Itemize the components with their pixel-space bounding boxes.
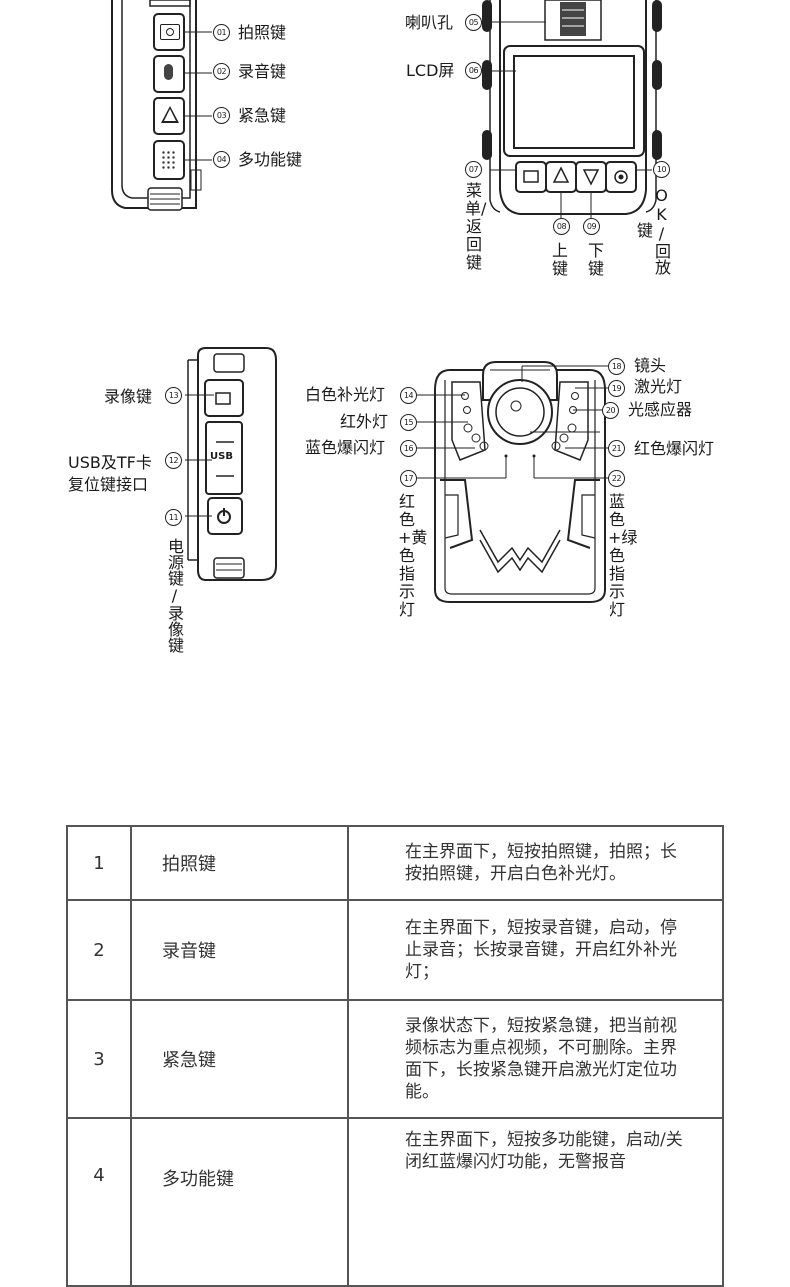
callout-label-red-yellow-indicator: 红色+黄色指示灯 (398, 492, 428, 619)
callout-number: 18 (608, 358, 625, 375)
callout-label-ok-playback-key: OK/回放键 (634, 185, 671, 275)
usb-port-label: USB (210, 451, 233, 462)
row-number: 1 (66, 825, 132, 901)
callout-number: 05 (465, 14, 482, 31)
callout-number: 19 (608, 380, 625, 397)
callout-label-white-fill-light: 白色补光灯 (305, 385, 386, 404)
row-number: 4 (66, 1117, 132, 1287)
callout-number: 04 (213, 151, 230, 168)
callout-number: 07 (465, 161, 482, 178)
figure-side-buttons: 01 拍照键 02 录音键 03 紧急键 04 多功能键 (0, 0, 330, 230)
callout-number: 20 (602, 402, 619, 419)
callout-number: 14 (400, 387, 417, 404)
callout-number: 15 (400, 414, 417, 431)
multifunction-icon (161, 150, 177, 170)
callout-label-infrared-light: 红外灯 (340, 412, 389, 431)
figure-side-ports: USB 录像键 13 USB及TF卡复位键接口 12 11 电源键/录像键 (0, 330, 300, 670)
callout-label-light-sensor: 光感应器 (628, 400, 693, 419)
device-front-drawing (416, 361, 608, 603)
callout-label-speaker: 喇叭孔 (405, 13, 454, 32)
callout-number: 10 (653, 161, 670, 178)
figure-back-lcd: 喇叭孔 05 LCD屏 06 07 菜单/返回键 08 上键 09 下键 10 … (380, 0, 790, 300)
table-row: 1 拍照键 在主界面下，短按拍照键，拍照；长按拍照键，开启白色补光灯。 (66, 825, 724, 901)
callout-label-lcd-screen: LCD屏 (406, 61, 455, 80)
callout-label-blue-green-indicator: 蓝色+绿色指示灯 (608, 492, 638, 619)
callout-label-laser-light: 激光灯 (634, 377, 683, 396)
callout-label-usb-tf-reset: USB及TF卡复位键接口 (68, 453, 152, 494)
callout-number: 22 (608, 470, 625, 487)
callout-number: 13 (165, 387, 182, 404)
button-name: 录音键 (130, 899, 349, 1001)
callout-number: 02 (213, 63, 230, 80)
microphone-icon (164, 64, 173, 80)
button-function-table: 1 拍照键 在主界面下，短按拍照键，拍照；长按拍照键，开启白色补光灯。 2 录音… (66, 825, 724, 1287)
callout-number: 21 (608, 440, 625, 457)
device-side-port-drawing (185, 347, 277, 581)
callout-number: 08 (553, 218, 570, 235)
table-row: 4 多功能键 在主界面下，短按多功能键，启动/关闭红蓝爆闪灯功能，无警报音 (66, 1117, 724, 1287)
callout-label-menu-back-key: 菜单/返回键 (465, 181, 487, 272)
button-description: 在主界面下，短按多功能键，启动/关闭红蓝爆闪灯功能，无警报音 (347, 1117, 724, 1287)
table-row: 2 录音键 在主界面下，短按录音键，启动，停止录音；长按录音键，开启红外补光灯； (66, 899, 724, 1001)
row-number: 2 (66, 899, 132, 1001)
button-description: 在主界面下，短按拍照键，拍照；长按拍照键，开启白色补光灯。 (347, 825, 724, 901)
callout-label-multifunction-key: 多功能键 (238, 150, 303, 169)
button-name: 紧急键 (130, 999, 349, 1119)
button-name: 多功能键 (130, 1117, 349, 1287)
callout-number: 11 (165, 509, 182, 526)
button-description: 在主界面下，短按录音键，启动，停止录音；长按录音键，开启红外补光灯； (347, 899, 724, 1001)
warning-icon (161, 106, 179, 123)
camera-icon (160, 24, 180, 40)
button-description: 录像状态下，短按紧急键，把当前视频标志为重点视频，不可删除。主界面下，长按紧急键… (347, 999, 724, 1119)
figure-front-view: 白色补光灯 14 红外灯 15 蓝色爆闪灯 16 17 红色+黄色指示灯 18 … (300, 340, 790, 650)
callout-label-emergency-key: 紧急键 (238, 106, 287, 125)
device-back-drawing (480, 0, 662, 218)
callout-number: 03 (213, 107, 230, 124)
table-row: 3 紧急键 录像状态下，短按紧急键，把当前视频标志为重点视频，不可删除。主界面下… (66, 999, 724, 1119)
callout-number: 12 (165, 452, 182, 469)
callout-number: 17 (400, 470, 417, 487)
callout-label-lens: 镜头 (634, 356, 667, 375)
button-name: 拍照键 (130, 825, 349, 901)
callout-label-red-strobe-light: 红色爆闪灯 (634, 439, 715, 458)
callout-number: 06 (465, 62, 482, 79)
callout-number: 16 (400, 440, 417, 457)
callout-label-up-key: 上键 (551, 241, 568, 278)
callout-number: 09 (583, 218, 600, 235)
callout-label-down-key: 下键 (587, 241, 604, 278)
callout-label-blue-strobe-light: 蓝色爆闪灯 (305, 438, 386, 457)
callout-label-record-key: 录像键 (104, 387, 153, 406)
callout-number: 01 (213, 24, 230, 41)
callout-label-photo-key: 拍照键 (238, 23, 287, 42)
row-number: 3 (66, 999, 132, 1119)
callout-label-power-record-key: 电源键/录像键 (165, 537, 184, 653)
callout-label-record-audio-key: 录音键 (238, 62, 287, 81)
